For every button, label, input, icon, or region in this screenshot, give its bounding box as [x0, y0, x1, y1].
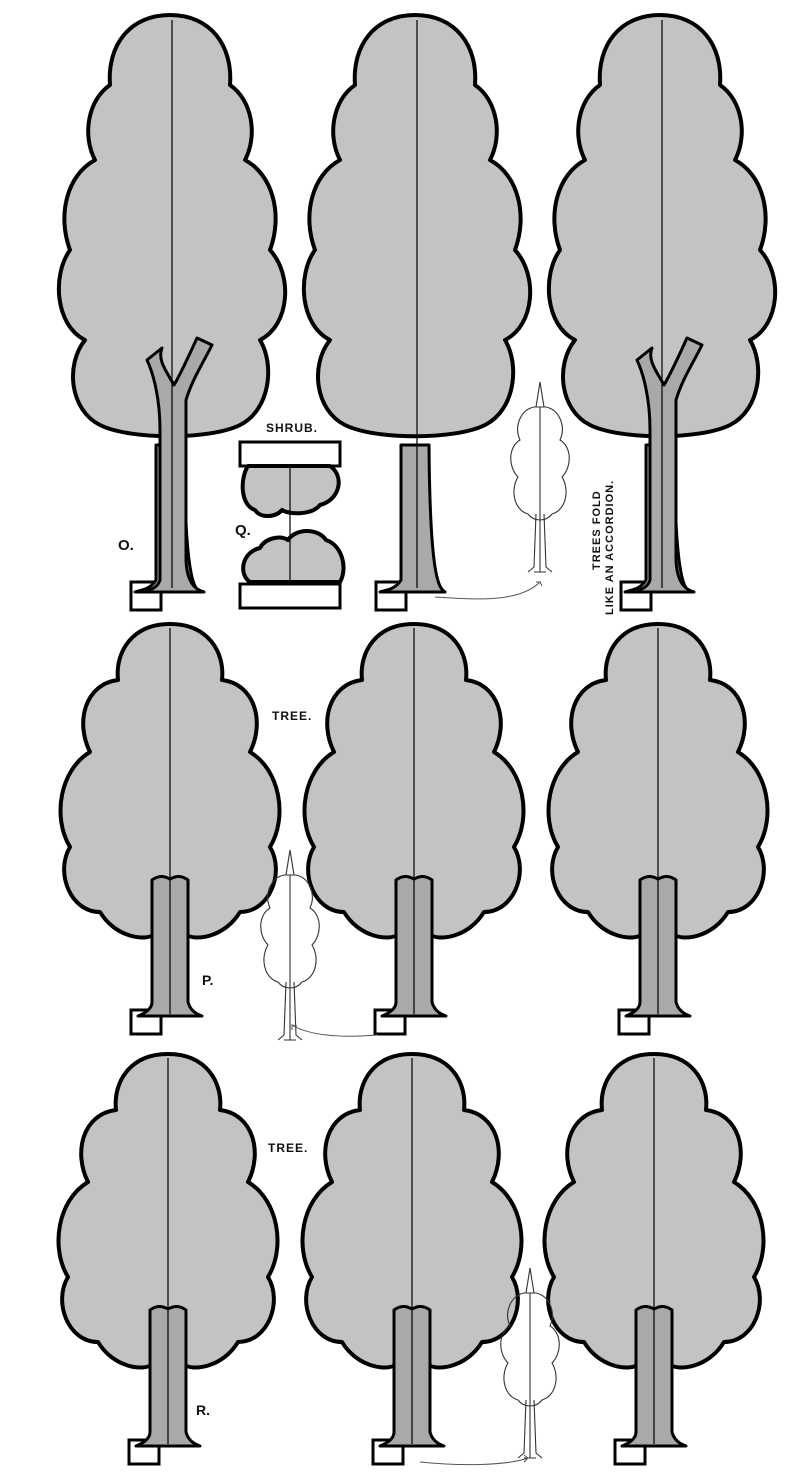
label-q: Q.: [235, 522, 251, 539]
label-o: O.: [118, 537, 134, 554]
folded-example-1: [434, 381, 570, 600]
note-accordion: TREES FOLD LIKE AN ACCORDION.: [591, 480, 616, 615]
shrub-top-canopy: [240, 464, 341, 518]
shrub-bottom-canopy: [241, 529, 346, 584]
row-p-trees: [58, 622, 770, 1036]
row-o-trees: [56, 13, 778, 612]
shrub-top-tab: [238, 440, 342, 468]
label-p: P.: [202, 972, 213, 988]
shrub-bottom-tab: [238, 582, 342, 610]
label-tree-row2: TREE.: [272, 709, 312, 723]
label-r: R.: [196, 1402, 210, 1418]
note-line-2: LIKE AN ACCORDION.: [604, 480, 616, 615]
label-shrub: SHRUB.: [266, 421, 318, 435]
shrub-q: [238, 440, 346, 610]
label-tree-row3: TREE.: [268, 1141, 308, 1155]
folded-example-3: [419, 1267, 560, 1466]
note-line-1: TREES FOLD: [591, 490, 603, 570]
folded-example-2: [260, 849, 379, 1041]
row-r-trees: [56, 1052, 766, 1466]
